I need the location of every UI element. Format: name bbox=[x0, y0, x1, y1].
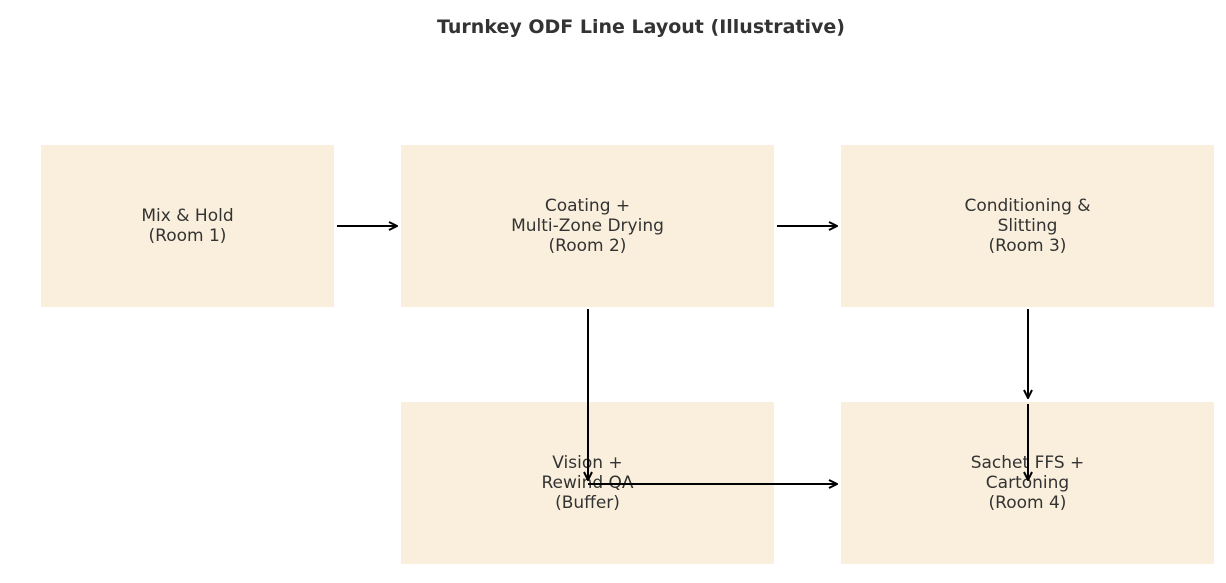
node-label-line: (Room 2) bbox=[548, 236, 627, 256]
node-label-line: Cartoning bbox=[985, 473, 1070, 493]
title-area: Turnkey ODF Line Layout (Illustrative) bbox=[0, 0, 1226, 50]
diagram-title: Turnkey ODF Line Layout (Illustrative) bbox=[437, 16, 845, 38]
node-label-line: (Buffer) bbox=[555, 493, 620, 513]
node-vision-rewind: Vision + Rewind QA (Buffer) bbox=[401, 402, 774, 564]
node-label-line: Rewind QA bbox=[541, 473, 634, 493]
node-mix-hold: Mix & Hold (Room 1) bbox=[41, 145, 334, 307]
node-label-line: Multi-Zone Drying bbox=[511, 216, 664, 236]
node-label-line: Conditioning & bbox=[964, 196, 1091, 216]
node-sachet-cartoning: Sachet FFS + Cartoning (Room 4) bbox=[841, 402, 1214, 564]
node-label-line: Vision + bbox=[552, 453, 623, 473]
node-conditioning-slitting: Conditioning & Slitting (Room 3) bbox=[841, 145, 1214, 307]
node-label-line: (Room 3) bbox=[988, 236, 1067, 256]
node-coating-drying: Coating + Multi-Zone Drying (Room 2) bbox=[401, 145, 774, 307]
node-label-line: Slitting bbox=[997, 216, 1058, 236]
node-label-line: Sachet FFS + bbox=[970, 453, 1085, 473]
node-label-line: Mix & Hold bbox=[141, 206, 234, 226]
node-label-line: (Room 4) bbox=[988, 493, 1067, 513]
node-label-line: (Room 1) bbox=[148, 226, 227, 246]
node-label-line: Coating + bbox=[544, 196, 631, 216]
